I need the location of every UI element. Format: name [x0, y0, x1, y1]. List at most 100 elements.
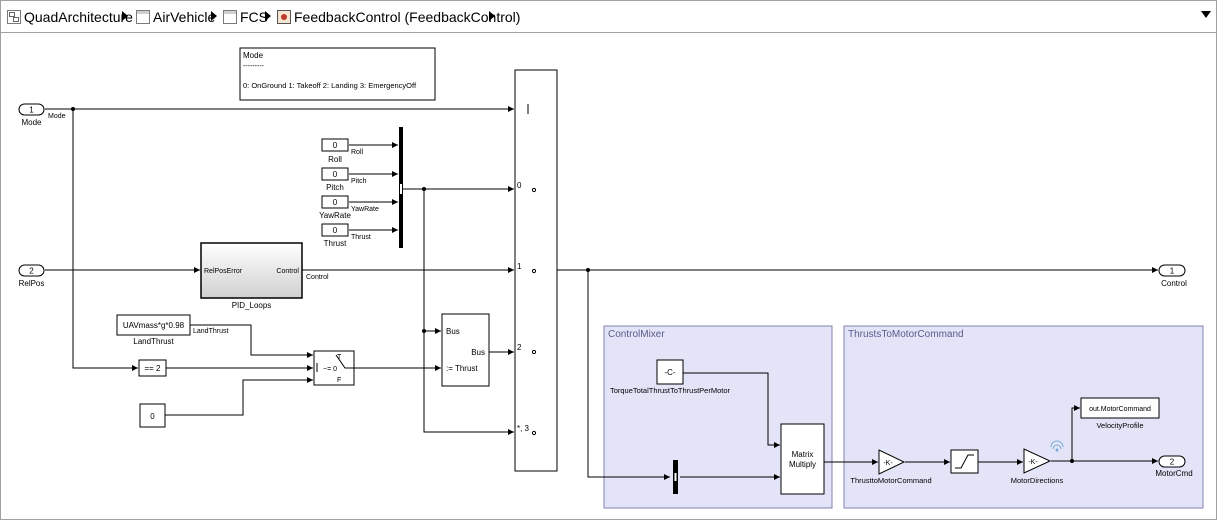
svg-text:0: 0 — [333, 226, 338, 235]
inport-relpos[interactable]: 2 RelPos — [18, 264, 45, 288]
constant-yawrate[interactable]: 0 YawRate — [319, 195, 351, 220]
subsystem-icon — [223, 10, 237, 24]
signal-label-control: Control — [306, 274, 329, 281]
svg-text:-C-: -C- — [664, 368, 675, 377]
signal-labels: Mode Roll Pitch YawRate Thrust Control L… — [48, 113, 379, 335]
to-workspace-label: VelocityProfile — [1096, 421, 1143, 430]
chevron-right-icon[interactable] — [265, 11, 271, 21]
svg-text:out.MotorCommand: out.MotorCommand — [1089, 406, 1151, 413]
svg-text:-K-: -K- — [1028, 459, 1038, 466]
svg-text:0: 0 — [333, 141, 338, 150]
signal-label-landthrust: LandThrust — [193, 328, 228, 335]
multiport-port-3: *, 3 — [517, 424, 530, 433]
signal-label-mode: Mode — [48, 113, 66, 120]
matrix-multiply[interactable]: Matrix Multiply — [780, 423, 825, 495]
multiport-port-0: 0 — [517, 181, 522, 190]
bus-creator[interactable] — [399, 127, 403, 248]
demux-bar[interactable] — [673, 460, 678, 494]
svg-text:-K-: -K- — [883, 460, 893, 467]
pid-port-relposerror: RelPosError — [204, 268, 243, 275]
compare-to-constant[interactable]: == 2 — [138, 359, 167, 377]
signal-lines — [45, 106, 1158, 480]
inport-label-relpos: RelPos — [19, 279, 45, 288]
signal-label-thrust: Thrust — [351, 234, 371, 241]
stateflow-icon — [277, 10, 291, 24]
inport-label-mode: Mode — [21, 118, 42, 127]
svg-text:2: 2 — [29, 267, 34, 276]
breadcrumb-label: FCS — [240, 9, 268, 25]
bus-assignment[interactable]: Bus Bus := Thrust — [441, 313, 490, 387]
area-title-thruststomotorcommand: ThrustsToMotorCommand — [848, 329, 964, 340]
constant-zero[interactable]: 0 — [139, 403, 166, 428]
constant-label-thrust: Thrust — [324, 239, 347, 248]
constant-thrust[interactable]: 0 Thrust — [321, 223, 349, 248]
signal-logging-icon — [1050, 440, 1064, 452]
outport-label-motorcmd: MotorCmd — [1155, 469, 1192, 478]
breadcrumb-label: AirVehicle — [153, 9, 216, 25]
multiport-port-1: 1 — [517, 262, 522, 271]
signal-label-roll: Roll — [351, 149, 364, 156]
chevron-right-icon[interactable] — [489, 11, 495, 21]
constant-torque-thrust[interactable]: -C- TorqueTotalThrustToThrustPerMotor — [610, 359, 731, 395]
mode-annotation[interactable]: Mode --------- 0: OnGround 1: Takeoff 2:… — [239, 47, 436, 101]
block-diagram-canvas[interactable]: ControlMixer ThrustsToMotorCommand Mode … — [1, 33, 1216, 519]
constant-pitch[interactable]: 0 Pitch — [321, 167, 349, 192]
annotation-title: Mode — [243, 51, 264, 60]
constant-label-landthrust: LandThrust — [133, 337, 174, 346]
outport-label-control: Control — [1161, 279, 1187, 288]
breadcrumb-item-feedbackcontrol[interactable]: FeedbackControl (FeedbackControl) — [277, 7, 520, 27]
bus-assign-port-thrust: := Thrust — [446, 364, 478, 373]
breadcrumb: QuadArchitecture AirVehicle FCS Feedback… — [1, 1, 1216, 33]
multiport-port-2: 2 — [517, 343, 522, 352]
gain-thrust-to-motor[interactable]: -K- ThrusttoMotorCommand — [850, 449, 932, 485]
svg-text:0: 0 — [150, 412, 155, 421]
gain-label-motor-directions: MotorDirections — [1011, 476, 1064, 485]
switch-port-f: F — [337, 377, 341, 384]
inport-mode[interactable]: 1 Mode — [18, 103, 45, 127]
model-icon — [7, 10, 21, 24]
svg-text:0: 0 — [333, 198, 338, 207]
pid-loops-label: PID_Loops — [232, 301, 272, 310]
svg-text:== 2: == 2 — [144, 364, 161, 373]
constant-label-yawrate: YawRate — [319, 211, 351, 220]
chevron-right-icon[interactable] — [122, 11, 128, 21]
multiport-switch[interactable]: 0 1 2 *, 3 — [514, 69, 558, 472]
gain-label-thrust-to-motor: ThrusttoMotorCommand — [850, 476, 931, 485]
breadcrumb-item-quadarchitecture[interactable]: QuadArchitecture — [7, 7, 133, 27]
gain-motor-directions[interactable]: -K- MotorDirections — [1011, 448, 1064, 485]
svg-text:Multiply: Multiply — [789, 460, 816, 469]
to-workspace-block[interactable]: out.MotorCommand VelocityProfile — [1080, 397, 1160, 430]
svg-text:1: 1 — [1170, 267, 1175, 276]
svg-text:2: 2 — [1170, 458, 1175, 467]
junction-dots — [71, 107, 1074, 463]
switch-port-cond: ~= 0 — [323, 366, 337, 373]
chevron-right-icon[interactable] — [211, 11, 217, 21]
bus-assign-port-bus: Bus — [446, 327, 460, 336]
bus-assign-port-out: Bus — [471, 348, 485, 357]
area-controlmixer[interactable]: ControlMixer — [603, 325, 833, 509]
switch-port-t: T — [337, 354, 342, 361]
svg-text:0: 0 — [333, 170, 338, 179]
signal-label-yawrate: YawRate — [351, 206, 379, 213]
annotation-dashes: --------- — [243, 63, 265, 70]
constant-label-pitch: Pitch — [326, 183, 344, 192]
constant-landthrust[interactable]: UAVmass*g*0.98 LandThrust — [116, 314, 191, 346]
saturation-block[interactable] — [950, 449, 979, 474]
breadcrumb-item-fcs[interactable]: FCS — [223, 7, 268, 27]
outport-motorcmd[interactable]: 2 MotorCmd — [1155, 455, 1193, 478]
constant-label-roll: Roll — [328, 155, 342, 164]
outport-control[interactable]: 1 Control — [1158, 264, 1187, 288]
annotation-text: 0: OnGround 1: Takeoff 2: Landing 3: Eme… — [243, 81, 417, 90]
switch-block[interactable]: T ~= 0 F — [313, 350, 355, 386]
svg-text:Matrix: Matrix — [792, 450, 814, 459]
pid-loops-subsystem[interactable]: RelPosError Control PID_Loops — [200, 242, 303, 310]
breadcrumb-item-airvehicle[interactable]: AirVehicle — [136, 7, 215, 27]
subsystem-icon — [136, 10, 150, 24]
svg-text:UAVmass*g*0.98: UAVmass*g*0.98 — [123, 321, 185, 330]
area-title-controlmixer: ControlMixer — [608, 329, 665, 340]
breadcrumb-menu-dropdown-icon[interactable] — [1201, 11, 1211, 18]
constant-roll[interactable]: 0 Roll — [321, 138, 349, 164]
svg-text:1: 1 — [29, 106, 34, 115]
pid-port-control: Control — [276, 268, 299, 275]
